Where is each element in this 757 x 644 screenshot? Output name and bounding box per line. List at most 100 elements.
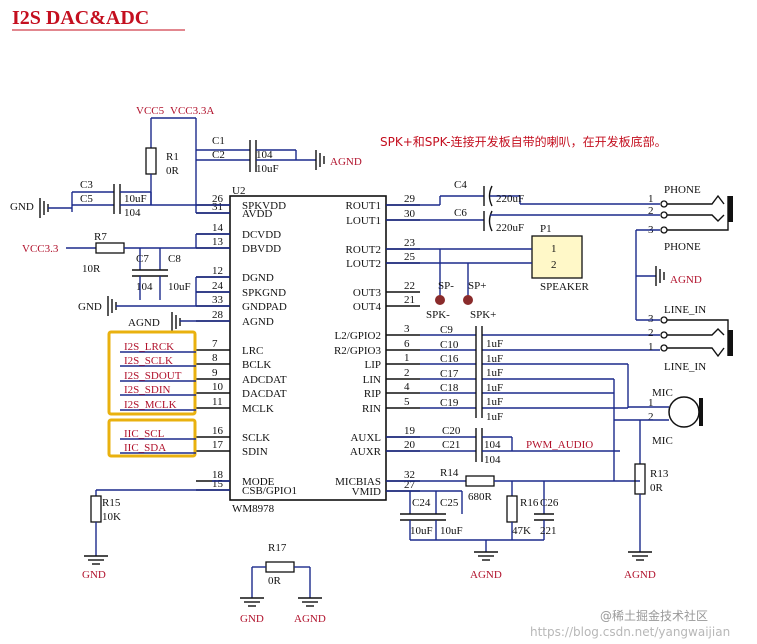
c21-ref: C21: [442, 439, 460, 451]
chip-right-pin-name: LOUT1: [346, 215, 381, 227]
input-cap-ref: C10: [440, 339, 459, 351]
chip-left-pin-name: AVDD: [242, 208, 272, 220]
chip-right-pin-number: 1: [404, 352, 410, 364]
chip-left-pin-number: 28: [212, 309, 224, 321]
sp-plus-label: SP+: [468, 280, 486, 292]
chip-left-pin-name: SPKGND: [242, 287, 286, 299]
agnd-symbol-2: [171, 312, 181, 332]
r14-ref: R14: [440, 467, 459, 479]
chip-right-pin-name: R2/GPIO3: [334, 345, 382, 357]
chip-right-pin-name: VMID: [352, 486, 381, 498]
chip-left-pin-name: BCLK: [242, 359, 271, 371]
c2-ref: C2: [212, 149, 225, 161]
linein-pin2: 2: [648, 327, 654, 339]
mic-plate: [699, 398, 703, 426]
input-cap-ref: C9: [440, 324, 453, 336]
agnd-label-7: AGND: [470, 569, 502, 581]
linein-pin3: 3: [648, 313, 654, 325]
i2s-net-label: I2S_SCLK: [124, 355, 173, 367]
mic-label-bottom: MIC: [652, 435, 673, 447]
c20-ref: C20: [442, 425, 461, 437]
r14-value: 680R: [468, 491, 493, 503]
chip-left-pin-number: 7: [212, 338, 218, 350]
p1-pin2: 2: [551, 259, 557, 271]
chip-right-pin-number: 30: [404, 208, 416, 220]
chip-ref: U2: [232, 185, 245, 197]
chip-right-pin-number: 19: [404, 425, 416, 437]
chip-right-pin-name: RIN: [362, 403, 381, 415]
c4-ref: C4: [454, 179, 467, 191]
input-cap-value: 1uF: [486, 382, 503, 394]
chip-left-pin-number: 15: [212, 478, 224, 490]
input-cap-value: 1uF: [486, 367, 503, 379]
chip-left-pin-number: 16: [212, 425, 224, 437]
speaker-connector: [531, 235, 583, 279]
sp-minus-label: SP-: [438, 280, 454, 292]
i2s-net-label: I2S_SDIN: [124, 384, 171, 396]
phone-label-bottom: PHONE: [664, 241, 701, 253]
chip-left-pin-name: GNDPAD: [242, 301, 287, 313]
i2s-net-group: I2S_LRCKI2S_SCLKI2S_SDOUTI2S_SDINI2S_MCL…: [120, 341, 196, 411]
c4-value: 220uF: [496, 193, 524, 205]
agnd-label-2: AGND: [128, 317, 160, 329]
chip-right-pin-number: 22: [404, 280, 415, 292]
mic-pin1: 1: [648, 397, 654, 409]
chip-left-pin-number: 31: [212, 201, 223, 213]
chip-right-pin-name: LOUT2: [346, 258, 381, 270]
chip-left-pin-name: DACDAT: [242, 388, 287, 400]
mic-label-top: MIC: [652, 387, 673, 399]
input-cap-ref: C18: [440, 382, 459, 394]
chip-left-pin-number: 10: [212, 381, 224, 393]
chip-right-pin-number: 23: [404, 237, 416, 249]
chip-right-pin-number: 32: [404, 469, 415, 481]
chip-right-pin-number: 5: [404, 396, 410, 408]
phone-jack-plug: [728, 196, 733, 222]
c20-value: 104: [484, 439, 501, 451]
agnd-symbol-1: [315, 150, 325, 170]
p1-ref: P1: [540, 223, 552, 235]
chip-right-pin-number: 21: [404, 294, 415, 306]
chip-left-pin-number: 33: [212, 294, 224, 306]
chip-left-pin-number: 24: [212, 280, 224, 292]
chip-right-pin-number: 29: [404, 193, 416, 205]
agnd-label-1: AGND: [330, 156, 362, 168]
r7-ref: R7: [94, 231, 107, 243]
watermark-brand: @稀土掘金技术社区: [600, 608, 708, 623]
chip-right-pin-name: MICBIAS: [335, 476, 381, 488]
r15-value: 10K: [102, 511, 121, 523]
c5-ref: C5: [80, 193, 93, 205]
c25-value: 10uF: [440, 525, 463, 537]
i2s-net-label: I2S_SDOUT: [124, 370, 182, 382]
input-cap-value: 1uF: [486, 353, 503, 365]
net-vcc33a: VCC3.3A: [170, 105, 214, 117]
c25-ref: C25: [440, 497, 459, 509]
c6-plate-b: [488, 210, 493, 232]
chip-left-pin-number: 11: [212, 396, 223, 408]
input-cap-ref: C16: [440, 353, 459, 365]
speaker-label: SPEAKER: [540, 281, 590, 293]
chip-right-pin-number: 6: [404, 338, 410, 350]
gnd-label-4: GND: [240, 613, 264, 625]
sp-plus-pad: [463, 295, 473, 305]
i2s-highlight-box: [107, 330, 197, 416]
chip-right-pin-name: AUXL: [350, 432, 381, 444]
chip-right-pin-number: 4: [404, 381, 410, 393]
chip-right-pin-number: 25: [404, 251, 416, 263]
agnd-symbol-6: [628, 551, 652, 561]
gnd-symbol-1: [39, 198, 49, 218]
r14-body: [465, 475, 495, 487]
chip-left-pin-name: ADCDAT: [242, 374, 287, 386]
r7-body: [95, 242, 125, 254]
chip-right-pin-number: 27: [404, 479, 416, 491]
gnd-label-3: GND: [82, 569, 106, 581]
c8-ref: C8: [168, 253, 181, 265]
c21-value: 104: [484, 454, 501, 466]
chip-right-pin-name: AUXR: [350, 446, 382, 458]
c35-value-2: 104: [124, 207, 141, 219]
chip-left-pin-name: AGND: [242, 316, 274, 328]
mic-pin2: 2: [648, 411, 654, 423]
c24-value: 10uF: [410, 525, 433, 537]
chip-left-pin-name: SPKVDD: [242, 200, 286, 212]
